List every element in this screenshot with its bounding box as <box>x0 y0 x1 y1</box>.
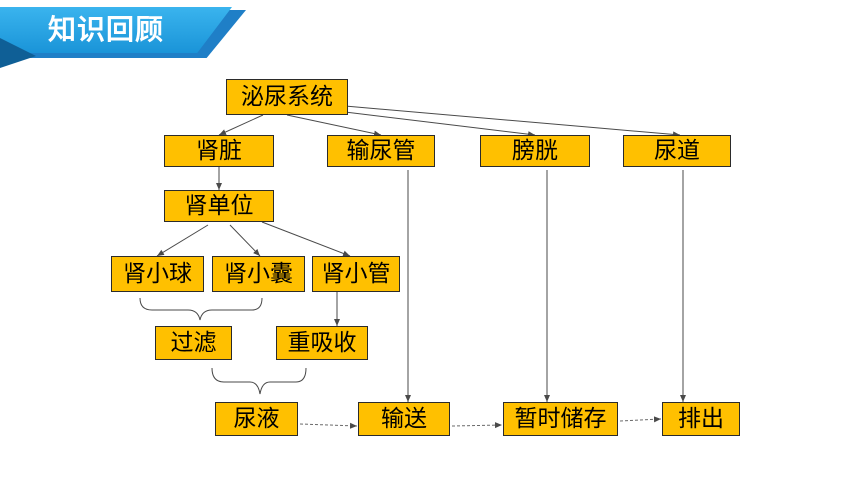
node-excretion: 排出 <box>662 402 740 436</box>
brace-filtration <box>139 297 263 321</box>
node-bladder: 膀胱 <box>480 135 590 167</box>
node-transport: 输送 <box>358 402 450 436</box>
arrow-system-urethra <box>344 105 681 138</box>
arrow-nephron-capsule <box>229 224 261 257</box>
arrow-transport-storage <box>451 422 503 429</box>
node-glomerulus: 肾小球 <box>111 256 204 292</box>
node-reabsorption: 重吸收 <box>276 326 368 360</box>
arrow-nephron-glomerulus <box>156 224 209 257</box>
node-urine: 尿液 <box>215 402 298 436</box>
arrow-nephron-tubule <box>261 221 351 257</box>
node-urethra: 尿道 <box>623 135 731 167</box>
brace-urine <box>211 367 307 395</box>
node-renal-capsule: 肾小囊 <box>212 256 305 292</box>
arrow-system-kidney <box>218 114 264 136</box>
arrow-system-bladder <box>344 111 536 138</box>
node-filtration: 过滤 <box>155 326 232 360</box>
node-kidney: 肾脏 <box>164 135 274 167</box>
arrow-urine-transport <box>299 422 358 429</box>
node-temporary-storage: 暂时储存 <box>503 402 618 436</box>
node-renal-tubule: 肾小管 <box>312 256 400 292</box>
arrow-storage-excretion <box>619 416 662 423</box>
title-banner <box>0 7 232 53</box>
node-ureter: 输尿管 <box>327 135 435 167</box>
node-urinary-system: 泌尿系统 <box>226 79 348 115</box>
arrow-system-ureter <box>286 114 382 137</box>
node-nephron: 肾单位 <box>164 190 274 222</box>
page-title: 知识回顾 <box>48 13 165 46</box>
